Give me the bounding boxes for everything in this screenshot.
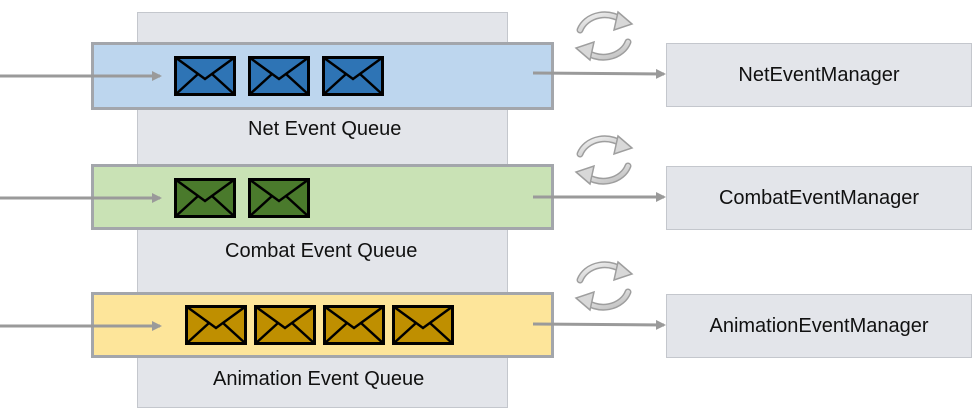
envelope-icon [174, 178, 236, 218]
animation-event-queue-box [91, 292, 554, 358]
refresh-cycle-icon [574, 260, 634, 312]
envelope-icon [392, 305, 454, 345]
combat-event-manager-box: CombatEventManager [666, 166, 972, 230]
arrow-right-icon [532, 319, 666, 330]
envelope-icon [185, 305, 247, 345]
combat-event-queue-box [91, 164, 554, 230]
refresh-cycle-icon [574, 134, 634, 186]
combat-event-queue-label: Combat Event Queue [225, 240, 418, 262]
envelope-icon [248, 56, 310, 96]
animation-event-queue-label: Animation Event Queue [213, 368, 425, 390]
net-event-queue-label: Net Event Queue [248, 118, 402, 140]
net-event-manager-box: NetEventManager [666, 43, 972, 107]
envelope-icon [323, 305, 385, 345]
arrow-right-icon [532, 68, 666, 79]
envelope-icon [174, 56, 236, 96]
envelope-icon [322, 56, 384, 96]
envelope-icon [248, 178, 310, 218]
envelope-icon [254, 305, 316, 345]
animation-event-manager-box: AnimationEventManager [666, 294, 972, 358]
refresh-cycle-icon [574, 10, 634, 62]
